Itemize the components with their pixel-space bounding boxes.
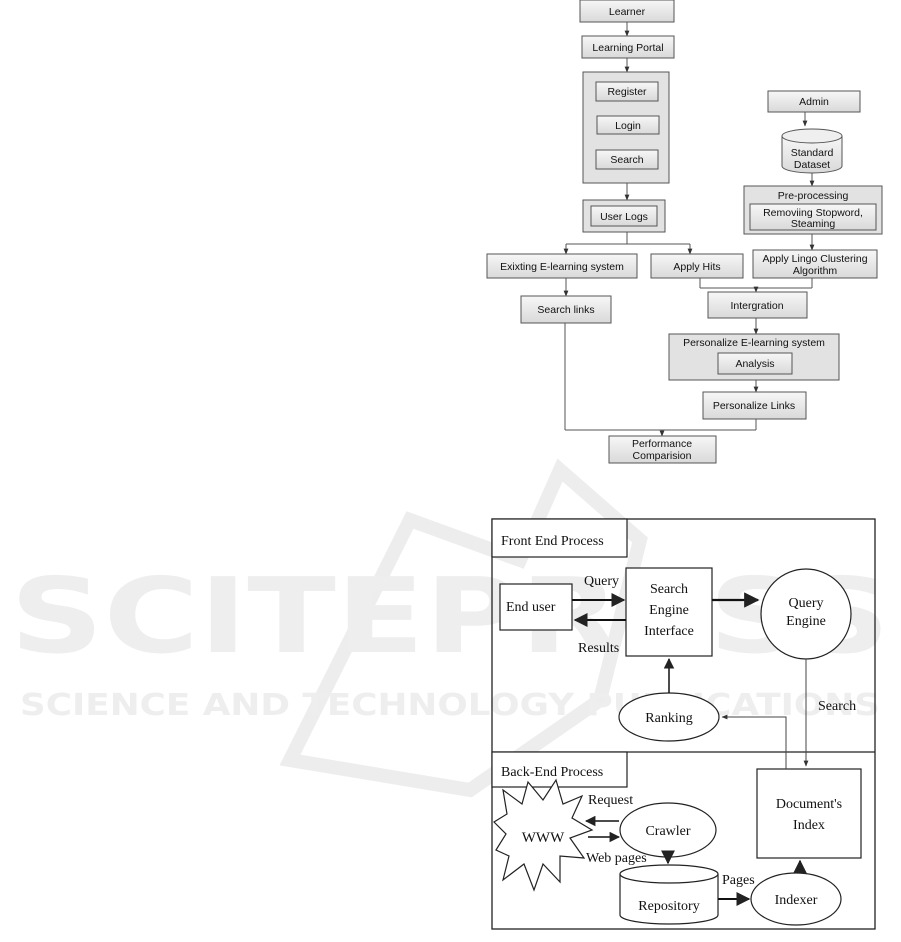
personalize-links-box <box>702 391 807 420</box>
results-edge-label: Results <box>578 641 619 656</box>
preprocessing-label: Pre-processing <box>778 190 849 202</box>
query-edge-label: Query <box>584 574 619 589</box>
search-engine-label-1: Search <box>650 582 688 597</box>
ranking-label: Ranking <box>645 711 692 726</box>
documents-index-box <box>756 768 862 859</box>
documents-index-label-1: Document's <box>776 797 842 812</box>
watermark-title: SCITEPRESS <box>10 555 890 677</box>
search-engine-interface-box <box>625 567 713 657</box>
login-box <box>596 115 660 135</box>
removing-stopword-label-2: Steaming <box>791 218 836 230</box>
back-end-label-box <box>491 751 628 788</box>
web-pages-edge-label: Web pages <box>586 851 647 866</box>
search-edge-label: Search <box>818 699 856 714</box>
learning-portal-box <box>581 35 675 59</box>
search-label: Search <box>610 154 643 166</box>
pages-edge-label: Pages <box>722 873 755 888</box>
admin-box <box>767 90 861 113</box>
removing-stopword-label-1: Removiing Stopword, <box>763 207 863 219</box>
documents-index-label-2: Index <box>793 818 825 833</box>
standard-dataset-label-2: Dataset <box>794 159 830 171</box>
apply-lingo-label-2: Algorithm <box>793 265 838 277</box>
repository-cylinder <box>619 864 719 925</box>
search-links-box <box>520 295 612 324</box>
analysis-label: Analysis <box>735 358 774 370</box>
query-engine-label-2: Engine <box>786 614 826 629</box>
integration-box <box>707 291 808 319</box>
register-box <box>595 81 659 102</box>
indexer-label: Indexer <box>775 893 818 908</box>
www-starburst <box>493 778 594 892</box>
flowchart-connectors <box>563 22 815 437</box>
search-architecture-diagram: Front End Process Back-End Process End u… <box>491 518 876 930</box>
architecture-arrows <box>572 592 809 906</box>
personalize-links-label: Personalize Links <box>713 400 795 412</box>
front-end-label: Front End Process <box>501 534 604 549</box>
apply-hits-label: Apply Hits <box>673 261 720 273</box>
register-label: Register <box>607 86 647 98</box>
performance-label-2: Comparision <box>633 450 692 462</box>
integration-label: Intergration <box>730 300 783 312</box>
end-user-box <box>499 583 573 631</box>
apply-lingo-label-1: Apply Lingo Clustering <box>762 253 867 265</box>
end-user-label: End user <box>506 600 556 615</box>
search-engine-label-3: Interface <box>644 624 694 639</box>
learner-box <box>579 0 675 23</box>
front-end-label-box <box>491 518 628 558</box>
search-box <box>595 149 659 170</box>
learning-portal-label: Learning Portal <box>592 42 663 54</box>
search-links-label: Search links <box>537 304 594 316</box>
apply-hits-box <box>650 253 744 279</box>
watermark-subtitle: SCIENCE AND TECHNOLOGY PUBLICATIONS <box>20 688 880 723</box>
www-label: WWW <box>522 830 565 846</box>
standard-dataset-label-1: Standard <box>791 147 834 159</box>
query-engine-label-1: Query <box>789 596 824 611</box>
performance-comparison-box <box>608 435 717 464</box>
search-engine-label-2: Engine <box>649 603 689 618</box>
back-end-label: Back-End Process <box>501 765 603 780</box>
standard-dataset-cylinder <box>781 128 843 174</box>
crawler-label: Crawler <box>645 824 690 839</box>
user-logs-box <box>590 205 658 227</box>
index-to-ranking-arrow <box>721 714 787 769</box>
watermark: SCITEPRESS SCIENCE AND TECHNOLOGY PUBLIC… <box>10 458 890 798</box>
login-label: Login <box>615 120 641 132</box>
flowchart-diagram: Learner Learning Portal Register Login S… <box>486 0 883 464</box>
removing-stopword-box <box>749 203 877 231</box>
existing-system-box <box>486 253 638 279</box>
personalize-system-label: Personalize E-learning system <box>683 337 825 349</box>
apply-lingo-box <box>752 249 878 279</box>
architecture-frame <box>491 518 876 930</box>
learner-label: Learner <box>609 6 646 18</box>
analysis-box <box>717 352 793 375</box>
user-logs-label: User Logs <box>600 211 648 223</box>
repository-label: Repository <box>638 899 699 914</box>
admin-label: Admin <box>799 96 829 108</box>
request-edge-label: Request <box>588 793 633 808</box>
existing-system-label: Exixting E-learning system <box>500 261 624 273</box>
performance-label-1: Performance <box>632 438 692 450</box>
